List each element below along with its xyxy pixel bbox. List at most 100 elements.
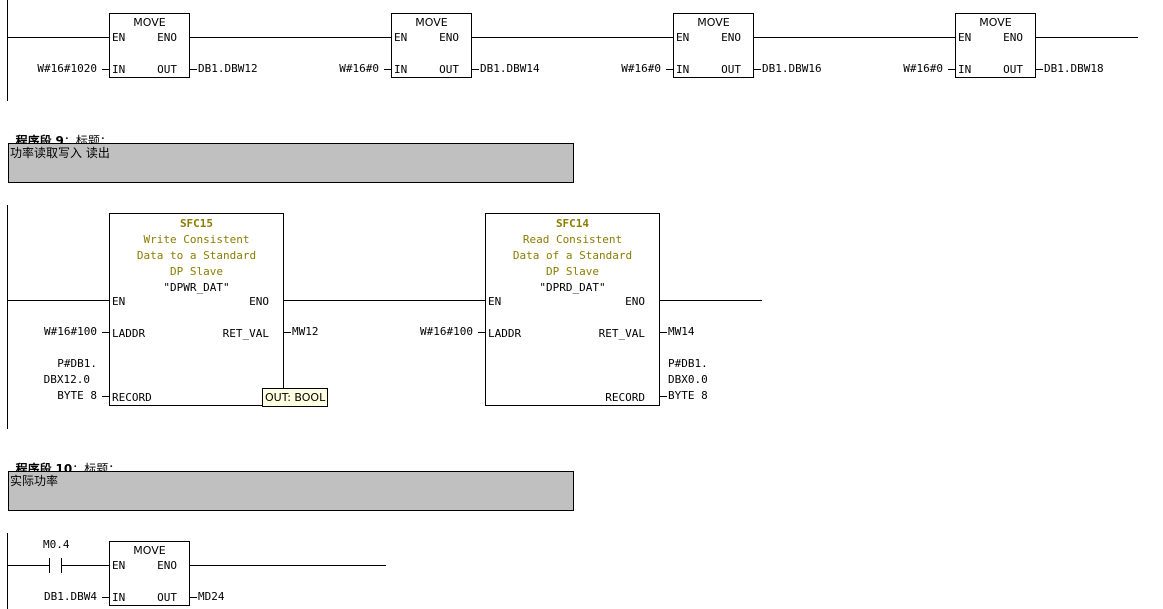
pin-en: EN	[676, 31, 690, 44]
in-wire	[102, 597, 109, 598]
contact-left-bar	[49, 558, 50, 573]
network-10-comment[interactable]: 实际功率	[8, 471, 574, 511]
pin-in: IN	[958, 63, 972, 76]
out-wire	[754, 69, 761, 70]
pin-out: OUT	[157, 63, 177, 76]
rung-network9-left	[7, 300, 109, 301]
move-block-3[interactable]: MOVE EN ENO IN OUT	[673, 13, 754, 78]
pin-ret-val: RET_VAL	[222, 327, 269, 340]
pin-in: IN	[676, 63, 690, 76]
power-rail-network9	[7, 205, 8, 429]
out-operand[interactable]: MD24	[198, 590, 225, 603]
sfc14-ret-operand[interactable]: MW14	[668, 325, 695, 338]
in-operand[interactable]: W#16#0	[903, 62, 943, 75]
sfc14-laddr-operand[interactable]: W#16#100	[420, 325, 473, 338]
rung-network9-right	[659, 300, 762, 301]
pin-eno: ENO	[625, 295, 645, 308]
pin-en: EN	[112, 295, 126, 308]
pin-out: OUT	[1003, 63, 1023, 76]
ret-wire	[660, 332, 667, 333]
in-wire	[102, 69, 109, 70]
pin-in: IN	[112, 63, 126, 76]
in-wire	[384, 69, 391, 70]
network-9-comment[interactable]: 功率读取写入 读出	[8, 143, 574, 183]
laddr-wire	[102, 332, 109, 333]
in-operand[interactable]: W#16#0	[339, 62, 379, 75]
pin-out: OUT	[439, 63, 459, 76]
rung-network10-mid	[62, 565, 109, 566]
pin-out: OUT	[157, 591, 177, 604]
pin-type-tooltip: OUT: BOOL	[262, 388, 329, 407]
pin-en: EN	[394, 31, 408, 44]
pin-in: IN	[112, 591, 126, 604]
move-block-1[interactable]: MOVE EN ENO IN OUT	[109, 13, 190, 78]
pin-eno: ENO	[157, 31, 177, 44]
sfc15-record-operand-3[interactable]: BYTE 8	[57, 389, 97, 402]
pin-en: EN	[488, 295, 502, 308]
contact-operand[interactable]: M0.4	[43, 538, 70, 551]
pin-eno: ENO	[1003, 31, 1023, 44]
pin-ret-val: RET_VAL	[598, 327, 645, 340]
sfc14-desc-1: Read Consistent	[522, 233, 623, 246]
rung-network8	[7, 37, 1138, 38]
out-operand[interactable]: DB1.DBW18	[1044, 62, 1104, 75]
out-operand[interactable]: DB1.DBW12	[198, 62, 258, 75]
block-title: MOVE	[133, 544, 166, 557]
power-rail-network10	[7, 533, 8, 609]
sfc15-desc-2: Data to a Standard	[136, 249, 257, 262]
pin-en: EN	[958, 31, 972, 44]
sfc15-record-operand-1[interactable]: P#DB1.	[57, 357, 97, 370]
sfc15-block[interactable]: SFC15 Write Consistent Data to a Standar…	[109, 213, 284, 406]
block-title: MOVE	[697, 16, 730, 29]
contact-right-bar	[61, 558, 62, 573]
sfc14-symbol: "DPRD_DAT"	[539, 281, 606, 294]
in-operand[interactable]: DB1.DBW4	[44, 590, 97, 603]
rung-network10-right	[190, 565, 386, 566]
block-title: MOVE	[415, 16, 448, 29]
rung-network10-left	[7, 565, 49, 566]
pin-record: RECORD	[112, 391, 152, 404]
sfc14-desc-3: DP Slave	[546, 265, 599, 278]
sfc14-name: SFC14	[555, 217, 590, 230]
pin-eno: ENO	[249, 295, 269, 308]
sfc14-record-operand-2[interactable]: DBX0.0	[668, 373, 708, 386]
out-operand[interactable]: DB1.DBW16	[762, 62, 822, 75]
in-operand[interactable]: W#16#0	[621, 62, 661, 75]
move-block-2[interactable]: MOVE EN ENO IN OUT	[391, 13, 472, 78]
sfc14-record-operand-1[interactable]: P#DB1.	[668, 357, 708, 370]
in-operand[interactable]: W#16#1020	[37, 62, 97, 75]
sfc15-name: SFC15	[179, 217, 214, 230]
pin-laddr: LADDR	[112, 327, 146, 340]
rung-network9-middle	[283, 300, 486, 301]
pin-en: EN	[112, 559, 126, 572]
in-wire	[948, 69, 955, 70]
block-title: MOVE	[133, 16, 166, 29]
sfc14-desc-2: Data of a Standard	[512, 249, 633, 262]
sfc15-ret-operand[interactable]: MW12	[292, 325, 319, 338]
sfc15-desc-3: DP Slave	[170, 265, 223, 278]
sfc15-laddr-operand[interactable]: W#16#100	[44, 325, 97, 338]
laddr-wire	[478, 332, 485, 333]
pin-eno: ENO	[157, 559, 177, 572]
out-operand[interactable]: DB1.DBW14	[480, 62, 540, 75]
record-wire	[660, 396, 667, 397]
out-wire	[190, 69, 197, 70]
sfc14-block[interactable]: SFC14 Read Consistent Data of a Standard…	[485, 213, 660, 406]
sfc15-desc-1: Write Consistent	[143, 233, 250, 246]
block-title: MOVE	[979, 16, 1012, 29]
sfc14-record-operand-3[interactable]: BYTE 8	[668, 389, 708, 402]
record-wire	[102, 396, 109, 397]
pin-eno: ENO	[439, 31, 459, 44]
move-block-network10[interactable]: MOVE EN ENO IN OUT	[109, 541, 190, 606]
move-block-4[interactable]: MOVE EN ENO IN OUT	[955, 13, 1036, 78]
sfc15-record-operand-2[interactable]: DBX12.0	[43, 373, 90, 386]
pin-laddr: LADDR	[488, 327, 522, 340]
network-number: 9	[55, 134, 64, 148]
sfc15-symbol: "DPWR_DAT"	[163, 281, 230, 294]
out-wire	[472, 69, 479, 70]
pin-en: EN	[112, 31, 126, 44]
pin-out: OUT	[721, 63, 741, 76]
out-wire	[190, 597, 197, 598]
pin-in: IN	[394, 63, 408, 76]
power-rail-network8	[7, 0, 8, 101]
